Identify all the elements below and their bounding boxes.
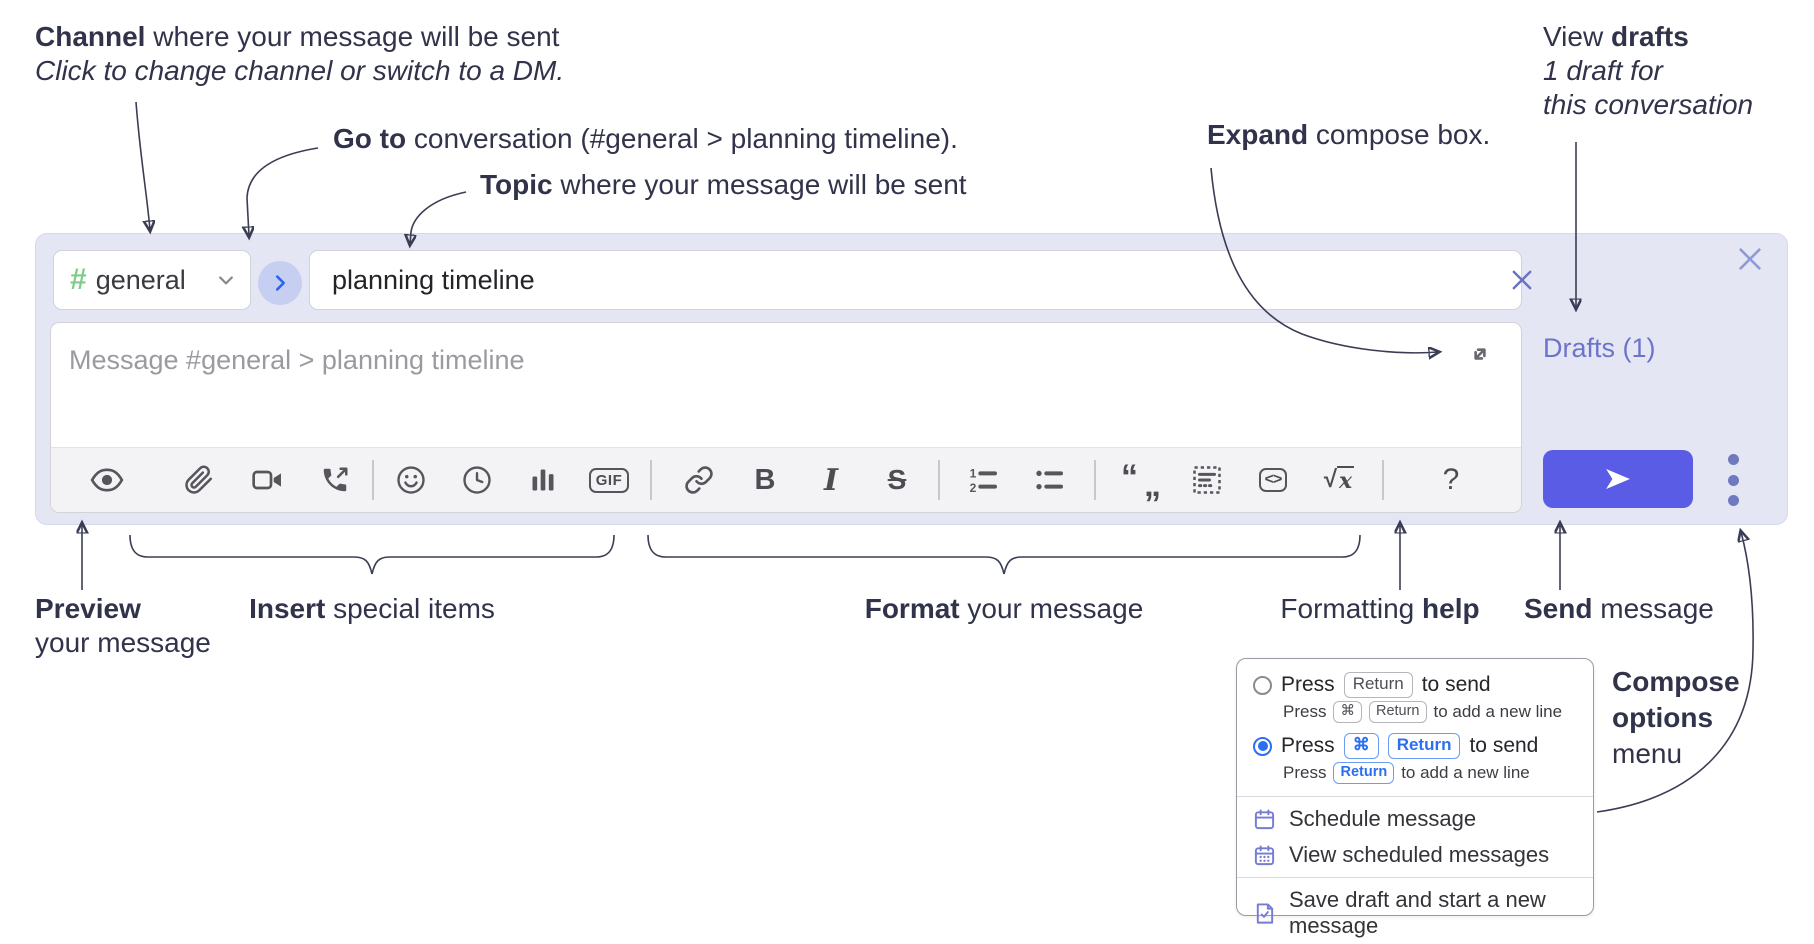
calendar-icon [1253,808,1276,831]
toolbar-divider [938,460,940,500]
link-icon[interactable] [677,458,721,502]
svg-text:1: 1 [970,466,977,480]
spoiler-icon[interactable] [1185,458,1229,502]
insert-annotation: Insert special items [249,593,495,624]
quote-icon[interactable]: “„ [1121,458,1161,504]
clear-topic-icon[interactable] [1508,266,1536,294]
message-input[interactable]: Message #general > planning timeline [50,322,1522,513]
svg-text:2: 2 [970,481,977,495]
channel-hash-icon: # [70,263,87,296]
poll-bar-chart-icon[interactable] [521,458,565,502]
preview-eye-icon[interactable] [85,458,129,502]
send-option-cmd-return[interactable]: Press ⌘ Return to send Press Return to a… [1237,731,1593,792]
send-button[interactable] [1543,450,1693,508]
compose-options-popup: Press Return to send Press ⌘ Return to a… [1236,658,1594,938]
menu-divider [1237,796,1593,797]
channel-name: general [95,264,186,295]
channel-annotation: Channel where your message will be sent … [35,21,565,86]
arrow-to-channel [135,101,150,230]
send-option-return[interactable]: Press Return to send Press ⌘ Return to a… [1237,670,1593,731]
menu-divider [1237,877,1593,878]
math-icon[interactable]: √x [1323,466,1355,494]
close-compose-icon[interactable] [1733,242,1767,276]
drafts-link[interactable]: Drafts (1) [1543,333,1656,363]
toolbar-divider [650,460,652,500]
send-plane-icon [1606,469,1630,489]
bold-icon[interactable]: B [754,463,776,496]
toolbar-divider [372,460,374,500]
radio-unselected-icon[interactable] [1253,675,1272,695]
toolbar-divider [1094,460,1096,500]
italic-icon[interactable]: I [823,462,839,498]
video-call-icon[interactable] [245,458,289,502]
preview-annotation: Preview your message [35,593,211,658]
radio-selected-icon[interactable] [1253,736,1272,756]
audio-call-icon[interactable] [313,458,357,502]
draft-file-check-icon [1253,902,1276,925]
send-annotation: Send message [1524,593,1714,624]
bulleted-list-icon[interactable] [1027,458,1071,502]
emoji-smiley-icon[interactable] [389,458,433,502]
brace-insert-group [129,534,615,575]
menu-item-view-scheduled-messages[interactable]: View scheduled messages [1237,837,1593,873]
toolbar-divider [1382,460,1384,500]
compose-box: # general planning timeline Message #gen… [35,233,1788,525]
calendar-days-icon [1253,844,1276,867]
go-to-conversation-button[interactable] [258,261,302,305]
time-clock-icon[interactable] [455,458,499,502]
expand-annotation: Expand compose box. [1207,119,1491,150]
topic-annotation: Topic where your message will be sent [480,169,967,200]
topic-value: planning timeline [332,264,535,295]
goto-annotation: Go to conversation (#general > planning … [333,123,958,154]
menu-item-schedule-message[interactable]: Schedule message [1237,801,1593,837]
compose-options-menu-button[interactable] [1716,452,1750,508]
brace-format-group [647,534,1361,575]
channel-picker[interactable]: # general [53,250,251,310]
message-formatting-help-button[interactable]: ? [1442,463,1460,496]
message-placeholder: Message #general > planning timeline [69,345,525,375]
attach-paperclip-icon[interactable] [177,458,221,502]
strikethrough-icon[interactable]: S [887,464,907,495]
chevron-right-icon [275,275,285,291]
topic-input[interactable]: planning timeline [309,250,1532,310]
expand-compose-icon[interactable] [1465,339,1495,369]
drafts-annotation: View drafts 1 draft for this conversatio… [1543,21,1754,120]
arrow-to-goto-button [247,147,319,236]
format-annotation: Format your message [864,593,1144,624]
formatting-help-annotation: Formatting help [1280,593,1480,624]
compose-options-annotation: Compose options menu [1612,666,1740,769]
gif-icon[interactable]: GIF [587,458,631,502]
menu-item-save-draft[interactable]: Save draft and start a new message [1237,882,1593,944]
code-icon[interactable]: <> [1251,458,1295,502]
chevron-down-icon [219,276,233,285]
